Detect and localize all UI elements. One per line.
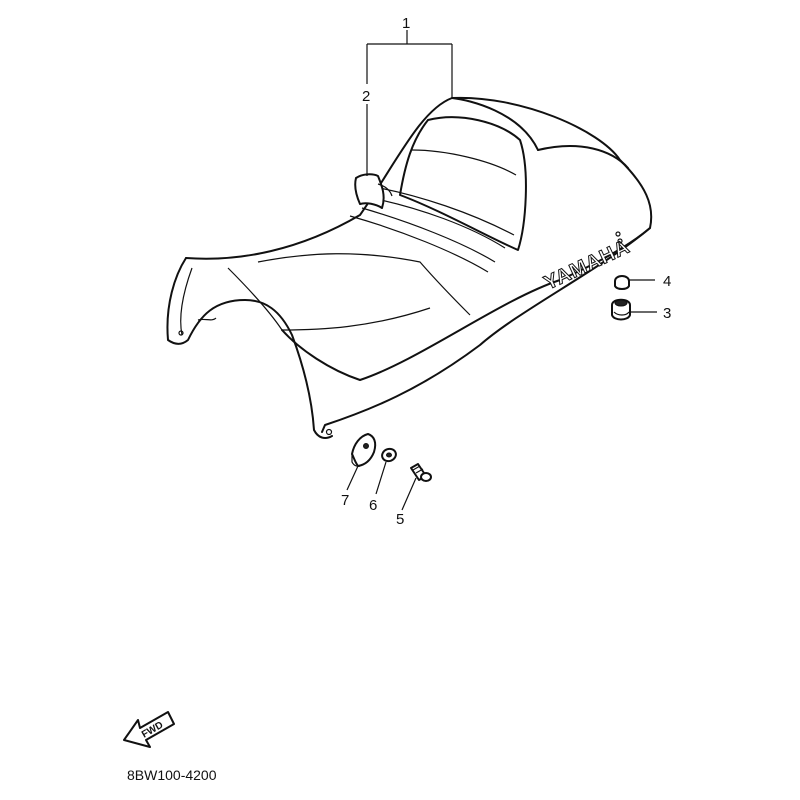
- callout-1: 1: [402, 15, 410, 32]
- forward-label: FWD: [140, 720, 165, 741]
- cap-nut-part[interactable]: [614, 275, 630, 290]
- seat-assembly[interactable]: YAMAHA: [166, 96, 653, 439]
- seat-strap-part[interactable]: [354, 173, 393, 209]
- forward-arrow-icon: FWD: [123, 711, 175, 748]
- callout-7: 7: [341, 492, 349, 509]
- leader-lines: [346, 30, 657, 511]
- diagram-code: 8BW100-4200: [127, 767, 217, 783]
- bolt-part[interactable]: [410, 463, 432, 482]
- callout-3: 3: [663, 305, 671, 322]
- washer-part[interactable]: [380, 447, 397, 463]
- callout-5: 5: [396, 511, 404, 528]
- callout-4: 4: [663, 273, 671, 290]
- callout-6: 6: [369, 497, 377, 514]
- grommet-part[interactable]: [611, 298, 631, 321]
- callout-2: 2: [362, 88, 370, 105]
- bracket-part[interactable]: [351, 433, 377, 467]
